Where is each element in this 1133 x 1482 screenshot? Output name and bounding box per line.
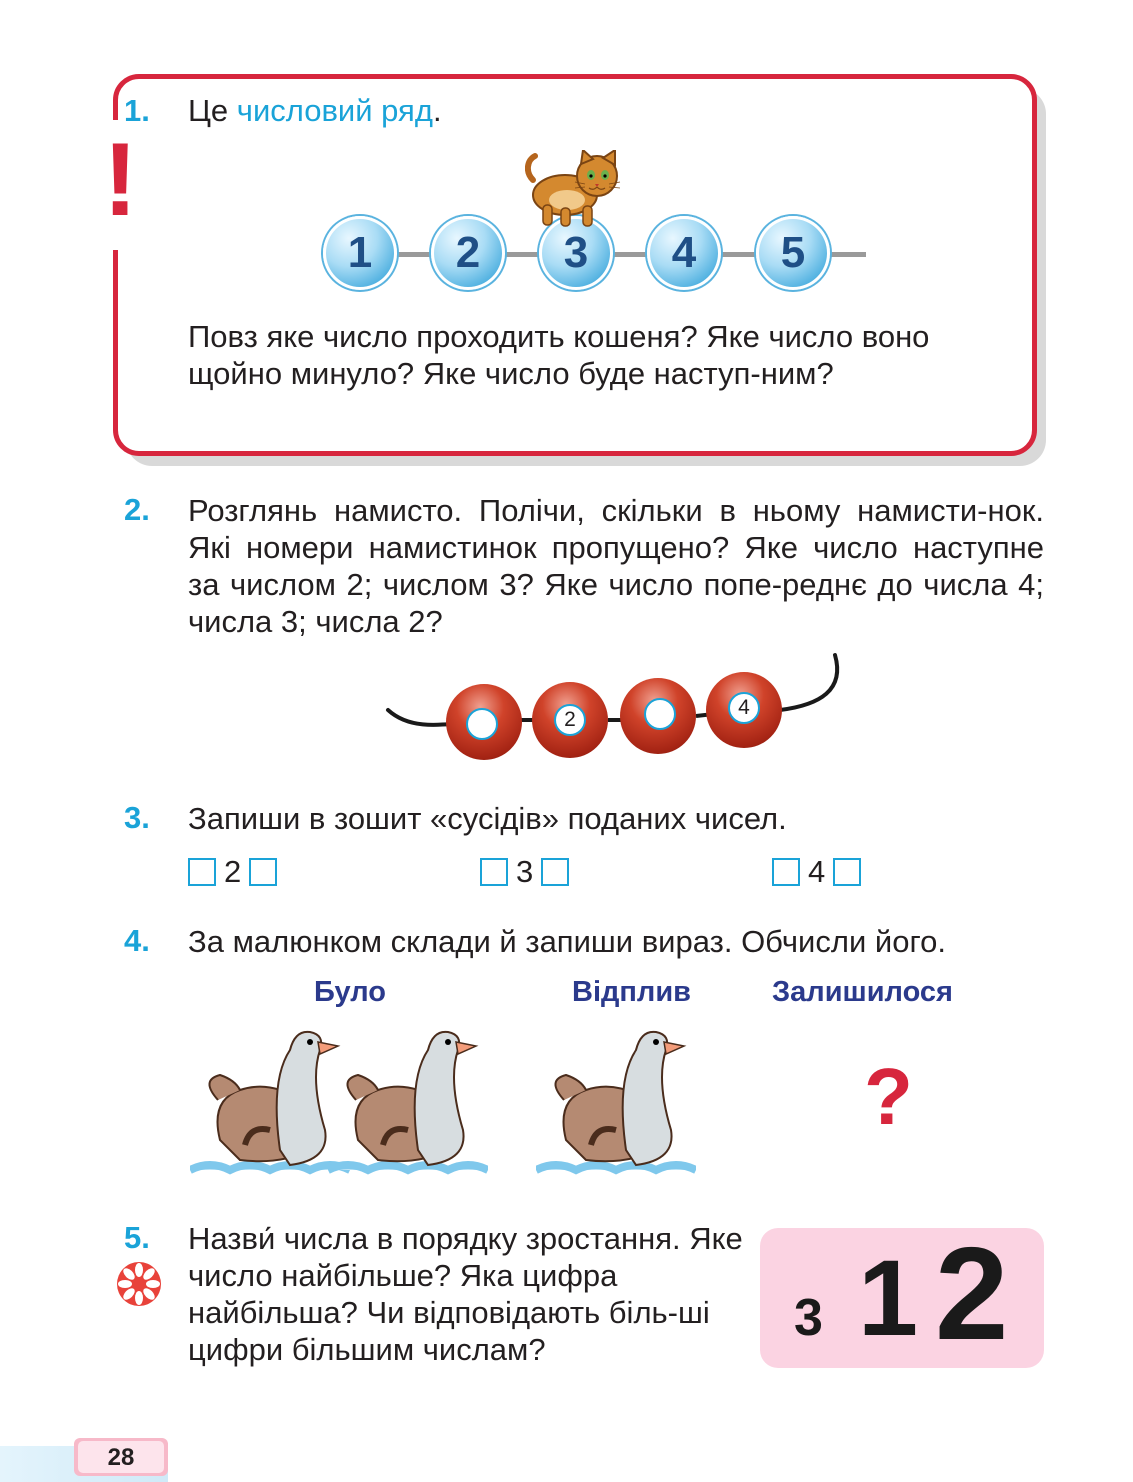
frame-gap <box>104 120 134 250</box>
card-number: 3 <box>794 1289 823 1347</box>
task1-title: Це числовий ряд. <box>188 92 442 129</box>
task4-number: 4. <box>124 923 150 958</box>
number-bead-1: 1 <box>323 216 397 290</box>
answer-box <box>480 858 508 886</box>
goose-illustration <box>190 1020 350 1180</box>
answer-box <box>833 858 862 886</box>
task5-number: 5. <box>124 1220 150 1255</box>
flower-icon <box>117 1262 161 1306</box>
necklace-bead: 4 <box>706 672 782 748</box>
task1-highlight: числовий ряд <box>236 93 433 128</box>
number-bead-2: 2 <box>431 216 505 290</box>
task3-number: 3. <box>124 800 150 835</box>
neighbor-group: 2 <box>188 854 278 890</box>
necklace-bead <box>620 678 696 754</box>
task1-number: 1. <box>124 93 150 128</box>
number-bead-5: 5 <box>756 216 830 290</box>
neighbor-group: 4 <box>772 854 862 890</box>
goose-illustration <box>536 1020 696 1180</box>
page-number-tab-inner <box>78 1441 164 1473</box>
answer-box <box>772 858 800 886</box>
neighbor-number: 3 <box>516 854 534 889</box>
card-number: 1 <box>858 1237 919 1358</box>
goose-illustration <box>328 1020 488 1180</box>
label-remaining: Залишилося <box>772 976 953 1008</box>
task2-text: Розглянь намисто. Полічи, скільки в ньом… <box>188 493 1044 639</box>
task1-title-suffix: . <box>432 93 442 128</box>
question-mark: ? <box>864 1052 913 1141</box>
exclamation-mark: ! <box>103 122 138 238</box>
bead-number <box>466 708 498 740</box>
task2-number: 2. <box>124 492 150 527</box>
label-swam-away: Відплив <box>572 976 692 1008</box>
number-bead-3: 3 <box>539 216 613 290</box>
answer-box <box>249 858 278 886</box>
number-bead-4: 4 <box>647 216 721 290</box>
task4-text: За малюнком склади й запиши вираз. Обчис… <box>188 924 946 959</box>
kitten-illustration <box>525 150 621 227</box>
label-was: Було <box>314 976 386 1008</box>
neighbor-number: 4 <box>808 854 826 889</box>
numbers-card <box>760 1228 1044 1368</box>
task3-text: Запиши в зошит «сусідів» поданих чисел. <box>188 801 787 836</box>
card-number: 2 <box>935 1220 1009 1367</box>
task1-question: Повз яке число проходить кошеня? Яке чис… <box>188 319 930 391</box>
bead-number: 2 <box>554 704 586 736</box>
task1-title-prefix: Це <box>188 93 237 128</box>
neighbor-group: 3 <box>480 854 570 890</box>
task5-text: Назви́ числа в порядку зростання. Яке чи… <box>188 1221 743 1367</box>
bead-number <box>644 698 676 730</box>
page-number: 28 <box>107 1444 135 1471</box>
necklace-bead: 2 <box>532 682 608 758</box>
answer-box <box>541 858 570 886</box>
necklace-bead <box>446 684 522 760</box>
neighbor-number: 2 <box>224 854 242 889</box>
answer-box <box>188 858 216 886</box>
bead-number: 4 <box>728 692 760 724</box>
